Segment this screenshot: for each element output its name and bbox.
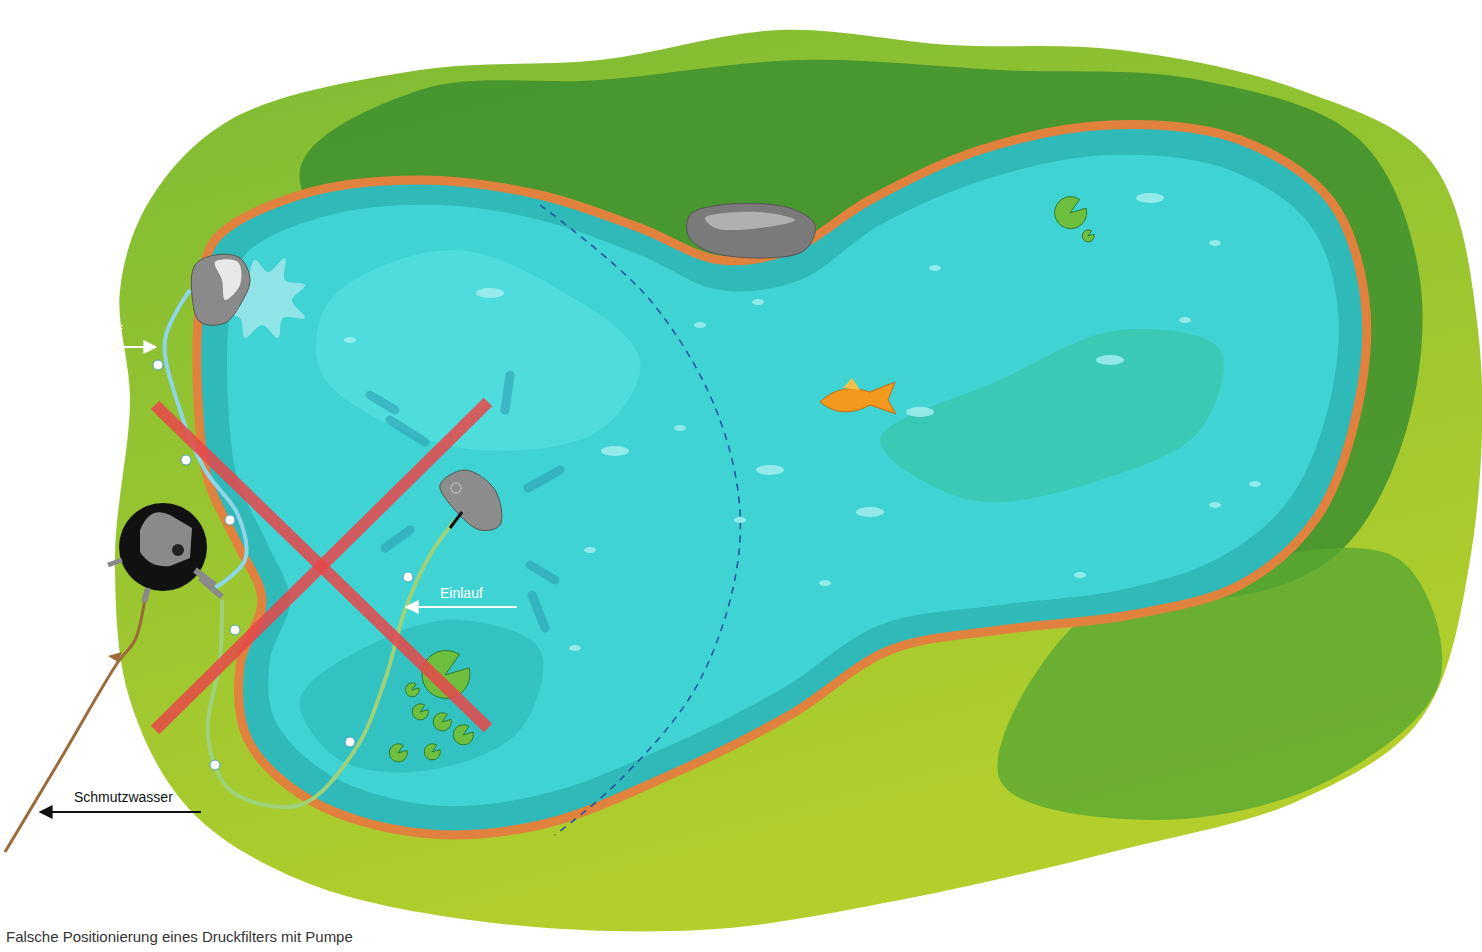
water-highlight — [929, 265, 941, 271]
filter-drain — [144, 588, 148, 602]
return-rock — [191, 254, 250, 325]
water-highlight — [1249, 481, 1261, 487]
lily-pad — [405, 683, 419, 697]
rock-highlight — [705, 212, 795, 230]
lily-pad — [389, 744, 407, 762]
pond-water — [227, 155, 1339, 806]
lily-pad — [433, 713, 451, 731]
pipe-label: Schmutzwasser — [74, 789, 173, 805]
water-highlight — [756, 465, 784, 475]
flow-marker — [210, 760, 220, 770]
water-highlight — [1209, 502, 1221, 508]
lily-pad — [1055, 197, 1087, 229]
leader-arrow — [62, 346, 156, 348]
flow-marker — [153, 360, 163, 370]
dirt-pipe-head — [108, 652, 122, 662]
water-highlight — [1179, 317, 1191, 323]
pipe-label: Rücklauf — [68, 323, 122, 339]
pipe-label: Einlauf — [440, 585, 483, 601]
lily-pad — [424, 744, 440, 760]
wrong-cross — [155, 402, 488, 730]
flow-marker — [345, 737, 355, 747]
rock — [687, 203, 816, 258]
lily-pad — [453, 725, 473, 745]
lily-pad — [412, 704, 428, 720]
zone-line — [540, 205, 740, 835]
flow-marker — [225, 515, 235, 525]
filter-lid — [140, 512, 192, 566]
pressure-filter — [119, 503, 207, 591]
water-highlight — [344, 337, 356, 343]
water-highlight — [856, 507, 884, 517]
water-highlight — [819, 580, 831, 586]
water-highlight — [694, 322, 706, 328]
water-highlight — [1074, 572, 1086, 578]
figure-caption: Falsche Positionierung eines Druckfilter… — [6, 928, 353, 946]
flow-arrow — [532, 595, 545, 628]
pump — [440, 470, 502, 531]
leader-arrow — [406, 606, 517, 608]
pump-cable — [450, 512, 462, 528]
flow-arrow — [385, 530, 410, 548]
flow-marker — [181, 455, 191, 465]
water-highlight — [1209, 240, 1221, 246]
flow-arrow — [370, 395, 395, 410]
water-highlight — [734, 517, 746, 523]
water-highlight — [752, 299, 764, 305]
flow-marker — [230, 625, 240, 635]
water-highlight — [476, 288, 504, 298]
flow-arrow — [505, 375, 510, 410]
filter-knob — [172, 544, 184, 556]
flow-arrow — [390, 420, 425, 442]
pump-port — [451, 483, 461, 493]
water-shade — [880, 329, 1224, 502]
water-highlight — [601, 446, 629, 456]
flow-marker — [403, 572, 413, 582]
rock-highlight — [215, 259, 242, 300]
fish — [820, 382, 896, 414]
filter-outlet — [200, 578, 222, 597]
water-highlight — [906, 407, 934, 417]
water-highlight — [584, 547, 596, 553]
flow-arrow — [528, 470, 560, 488]
water-light — [316, 250, 640, 451]
water-highlight — [674, 425, 686, 431]
lawn — [115, 30, 1482, 932]
filter-valve — [108, 560, 122, 565]
pond-border — [197, 125, 1367, 835]
water-highlight — [569, 645, 581, 651]
fish-fin — [843, 378, 860, 390]
flow-arrow — [530, 565, 555, 580]
lily-pad — [1082, 230, 1094, 242]
leader-arrow — [40, 811, 201, 813]
dirt-pipe — [5, 598, 145, 852]
water-shade — [300, 620, 544, 773]
water-highlight — [1096, 355, 1124, 365]
water-highlight — [1136, 193, 1164, 203]
